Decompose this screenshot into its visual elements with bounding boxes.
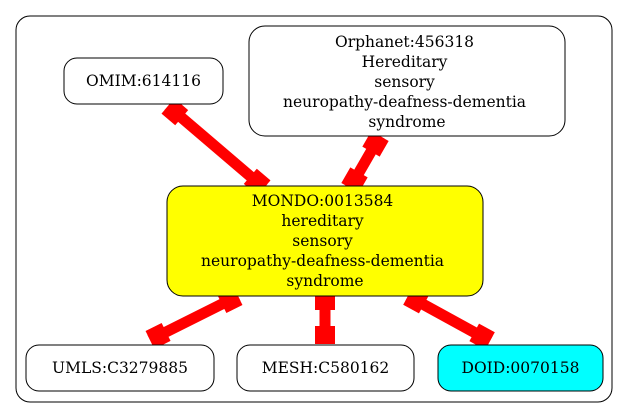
node-mondo-line: neuropathy-deafness-dementia bbox=[201, 252, 444, 270]
node-orphanet[interactable]: Orphanet:456318 Hereditary sensory neuro… bbox=[248, 25, 566, 137]
node-orphanet-line: neuropathy-deafness-dementia bbox=[283, 93, 526, 111]
node-omim-label: OMIM:614116 bbox=[86, 72, 201, 90]
node-mesh-box bbox=[236, 344, 415, 392]
node-doid-box bbox=[437, 344, 604, 392]
edge-orphanet-to-mondo-cap-start bbox=[362, 131, 389, 157]
node-omim[interactable]: OMIM:614116 bbox=[63, 57, 224, 105]
node-orphanet-line: Orphanet:456318 bbox=[335, 33, 474, 51]
node-mondo-label: MONDO:0013584 hereditary sensory neuropa… bbox=[201, 192, 449, 290]
edges-layer bbox=[145, 98, 495, 350]
node-mondo-line: MONDO:0013584 bbox=[252, 192, 394, 210]
edge-mondo-to-doid[interactable] bbox=[403, 287, 495, 350]
edge-orphanet-to-mondo[interactable] bbox=[341, 131, 389, 193]
edge-mondo-to-umls-cap-end bbox=[145, 323, 171, 349]
node-umls-box bbox=[25, 344, 215, 392]
node-doid-label: DOID:0070158 bbox=[462, 359, 580, 377]
edge-orphanet-to-mondo-cap-end bbox=[341, 167, 368, 193]
node-umls[interactable]: UMLS:C3279885 bbox=[25, 344, 215, 392]
node-umls-line: UMLS:C3279885 bbox=[52, 359, 188, 377]
node-orphanet-line: Hereditary bbox=[362, 53, 448, 71]
node-mondo-box bbox=[166, 185, 484, 297]
node-orphanet-line: syndrome bbox=[368, 113, 445, 131]
node-mondo-line: syndrome bbox=[286, 272, 363, 290]
node-orphanet-box bbox=[248, 25, 566, 137]
node-mondo-line: hereditary bbox=[281, 212, 363, 230]
node-omim-box bbox=[63, 57, 224, 105]
node-doid-line: DOID:0070158 bbox=[462, 359, 580, 377]
node-mesh-line: MESH:C580162 bbox=[262, 359, 390, 377]
node-orphanet-label: Orphanet:456318 Hereditary sensory neuro… bbox=[283, 33, 531, 131]
edge-mondo-to-doid-cap-start bbox=[403, 287, 429, 314]
node-mondo[interactable]: MONDO:0013584 hereditary sensory neuropa… bbox=[166, 185, 484, 297]
node-umls-label: UMLS:C3279885 bbox=[52, 359, 188, 377]
edge-mondo-to-umls-cap-start bbox=[217, 287, 243, 313]
edge-omim-to-mondo-shaft bbox=[164, 101, 268, 193]
node-omim-line: OMIM:614116 bbox=[86, 72, 201, 90]
edge-mondo-to-doid-cap-end bbox=[469, 323, 495, 350]
node-orphanet-line: sensory bbox=[374, 73, 435, 91]
edge-omim-to-mondo-cap-start bbox=[161, 98, 189, 126]
node-mondo-line: sensory bbox=[292, 232, 353, 250]
node-doid[interactable]: DOID:0070158 bbox=[437, 344, 604, 392]
edge-mondo-to-umls[interactable] bbox=[145, 287, 243, 349]
node-mesh-label: MESH:C580162 bbox=[262, 359, 390, 377]
node-mesh[interactable]: MESH:C580162 bbox=[236, 344, 415, 392]
